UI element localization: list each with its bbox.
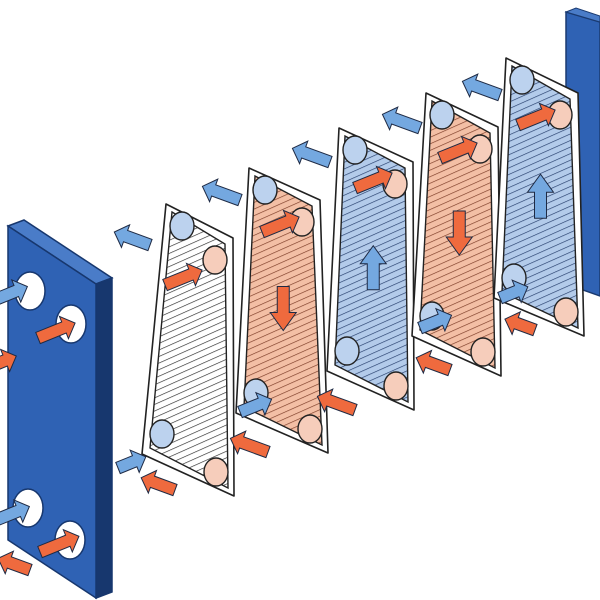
orange-arrow-icon <box>437 135 478 165</box>
orange-arrow-icon <box>504 310 538 337</box>
orange-arrow-icon <box>316 388 358 417</box>
orange-arrow-icon <box>259 209 300 239</box>
blue-arrow-icon <box>497 279 529 305</box>
blue-arrow-icon <box>237 391 273 419</box>
blue-arrow-icon <box>381 106 423 135</box>
blue-arrow-icon <box>115 449 147 475</box>
plate-port <box>383 371 409 401</box>
plate-port <box>169 211 195 241</box>
plates-layer <box>141 57 585 497</box>
plate-port <box>470 337 496 367</box>
heat-plate-4 <box>411 92 502 377</box>
heat-plate-2 <box>235 167 329 454</box>
plate-port <box>553 297 579 327</box>
flow-up-arrow-icon <box>526 173 555 219</box>
arrows-layer <box>113 73 556 497</box>
blue-arrow-icon <box>291 140 333 169</box>
orange-arrow-icon <box>140 469 178 497</box>
orange-arrow-icon <box>162 262 203 292</box>
plate-port <box>342 135 368 165</box>
plate-port <box>203 457 229 487</box>
plate-port <box>252 175 278 205</box>
front-arrows-layer <box>0 278 80 577</box>
orange-arrow-icon <box>415 349 453 377</box>
orange-arrow-icon <box>37 528 80 559</box>
orange-arrow-icon <box>0 348 17 373</box>
plate-port <box>509 65 535 95</box>
plate-port <box>202 245 228 275</box>
orange-arrow-icon <box>515 102 556 132</box>
plate-port <box>334 336 360 366</box>
flow-down-arrow-icon <box>269 286 298 332</box>
plate-port <box>149 419 175 449</box>
plate-port <box>297 414 323 444</box>
blue-arrow-icon <box>113 223 153 252</box>
blue-arrow-icon <box>0 498 31 527</box>
heat-plate-3 <box>326 127 415 411</box>
fixed-frame-plate <box>6 219 114 600</box>
blue-arrow-icon <box>417 307 453 335</box>
plate-port <box>429 100 455 130</box>
heat-plate-1 <box>141 203 235 497</box>
heat-plate-5 <box>493 57 585 337</box>
orange-arrow-icon <box>352 165 393 195</box>
flow-down-arrow-icon <box>445 210 474 256</box>
blue-arrow-icon <box>201 178 243 207</box>
orange-arrow-icon <box>0 550 33 577</box>
flow-up-arrow-icon <box>359 244 388 291</box>
blue-arrow-icon <box>0 278 29 307</box>
orange-arrow-icon <box>229 430 271 459</box>
blue-arrow-icon <box>461 73 503 102</box>
orange-arrow-icon <box>35 315 76 345</box>
